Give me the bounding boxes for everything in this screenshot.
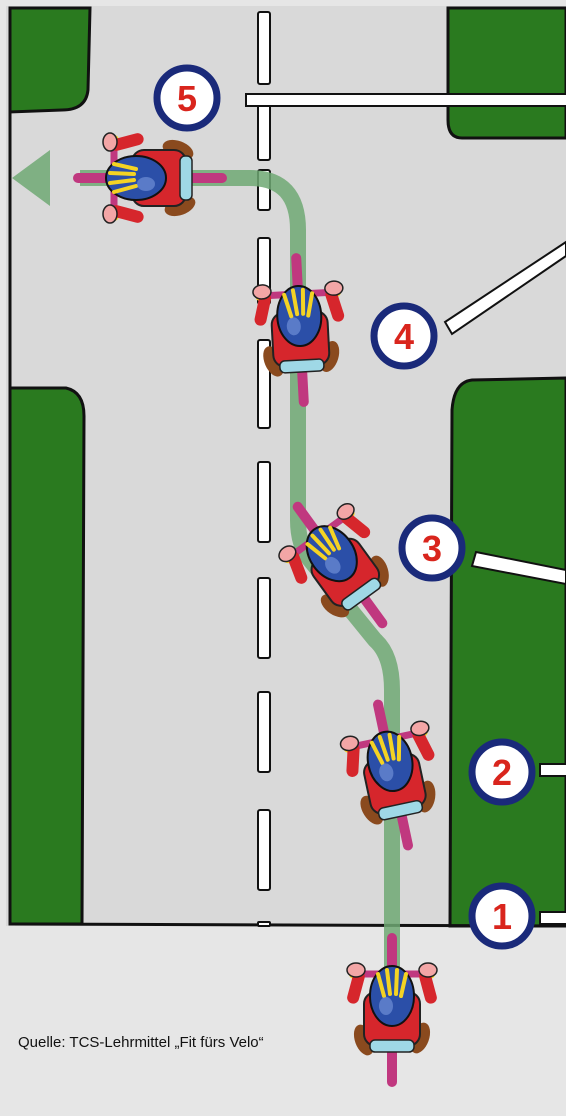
step-number-2: 2 [492, 752, 512, 793]
step-badge-3: 3 [398, 514, 466, 582]
grass-left [8, 386, 86, 926]
step-number-4: 4 [394, 316, 414, 357]
grass-top-left [8, 6, 92, 114]
grass-right [448, 376, 566, 928]
route-arrow-head [12, 150, 50, 206]
step-badge-4: 4 [370, 302, 438, 370]
step-badge-1: 1 [468, 882, 536, 950]
route-path [80, 170, 400, 1000]
step-badge-2: 2 [468, 738, 536, 806]
step-number-5: 5 [177, 78, 197, 119]
source-caption: Quelle: TCS-Lehrmittel „Fit fürs Velo“ [18, 1034, 264, 1051]
center-lane-markings [257, 11, 271, 927]
step-number-3: 3 [422, 528, 442, 569]
step-badge-5: 5 [153, 64, 221, 132]
leader-lines [245, 93, 566, 925]
step-number-1: 1 [492, 896, 512, 937]
grass-top-right [446, 6, 566, 140]
